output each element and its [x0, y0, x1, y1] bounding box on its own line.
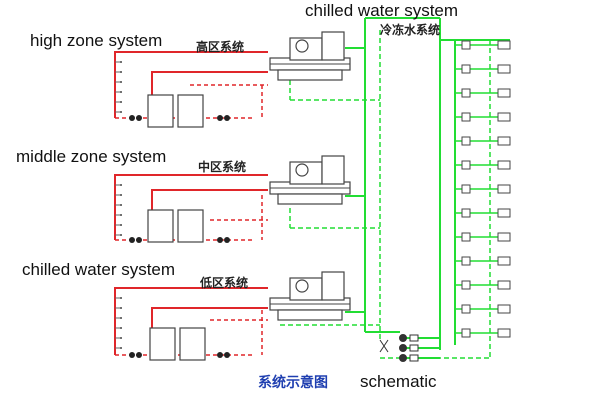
floor-tap-dot: [120, 347, 122, 349]
middle-zone-supply: [114, 174, 268, 240]
low-zone-system: chilled water system 低区系统: [22, 260, 351, 361]
floor-tap-dot: [120, 101, 122, 103]
chilled-water-cn-label: 冷冻水系统: [380, 22, 440, 37]
middle-zone-chiller: [269, 155, 351, 205]
terminal-unit: [455, 208, 511, 218]
valve-symbol: [129, 352, 142, 358]
chilled-pump-group: [379, 334, 419, 362]
high-zone-tank-a: [147, 94, 174, 128]
floor-tap-dot: [120, 194, 122, 196]
middle-zone-cn-label: 中区系统: [198, 159, 246, 174]
middle-zone-valves: [129, 237, 230, 243]
floor-tap-dot: [120, 91, 122, 93]
terminal-unit: [455, 88, 511, 98]
low-zone-supply: [114, 287, 268, 355]
floor-tap-dot: [120, 184, 122, 186]
valve-symbol: [217, 115, 230, 121]
terminal-unit: [455, 112, 511, 122]
schematic-cn-title: 系统示意图: [258, 374, 328, 391]
low-zone-chiller: [269, 271, 351, 321]
floor-tap-dot: [120, 61, 122, 63]
terminal-unit: [455, 256, 511, 266]
terminal-unit: [455, 184, 511, 194]
terminal-unit: [455, 160, 511, 170]
floor-tap-dot: [120, 297, 122, 299]
floor-tap-dot: [120, 111, 122, 113]
middle-zone-tank-b: [177, 209, 204, 243]
pump-symbol: [399, 334, 419, 342]
terminal-unit: [455, 280, 511, 290]
low-zone-valves: [129, 352, 230, 358]
terminal-unit: [455, 64, 511, 74]
floor-tap-dot: [120, 224, 122, 226]
floor-tap-dot: [120, 327, 122, 329]
terminal-unit: [455, 232, 511, 242]
valve-symbol: [217, 237, 230, 243]
floor-tap-dot: [120, 337, 122, 339]
middle-zone-tank-feed: [151, 189, 268, 210]
valve-symbol: [129, 115, 142, 121]
valve-symbol: [379, 339, 389, 353]
floor-tap-dot: [120, 317, 122, 319]
low-zone-label: chilled water system: [22, 260, 175, 279]
high-zone-supply: [114, 51, 268, 118]
floor-tap-dot: [120, 307, 122, 309]
terminal-unit: [455, 40, 511, 50]
schematic-label: schematic: [360, 372, 437, 391]
high-zone-chiller: [269, 31, 351, 81]
high-zone-system: high zone system 高区系统: [30, 31, 351, 128]
terminal-unit: [455, 136, 511, 146]
floor-tap-dot: [120, 81, 122, 83]
high-zone-label: high zone system: [30, 31, 162, 50]
high-zone-tank-b: [177, 94, 204, 128]
terminal-units: [455, 40, 511, 338]
high-zone-tank-feed: [151, 71, 268, 95]
middle-zone-floor-taps: [115, 184, 122, 236]
floor-tap-dot: [120, 204, 122, 206]
valve-symbol: [217, 352, 230, 358]
high-zone-cn-label: 高区系统: [196, 39, 244, 54]
chilled-water-network: [280, 17, 510, 360]
pump-symbol: [399, 354, 419, 362]
low-zone-cn-label: 低区系统: [199, 275, 248, 290]
middle-zone-system: middle zone system 中区系统: [16, 147, 351, 243]
low-zone-tank-b: [179, 327, 206, 361]
floor-tap-dot: [120, 214, 122, 216]
middle-zone-tank-a: [147, 209, 174, 243]
pump-symbol: [399, 344, 419, 352]
chilled-water-label: chilled water system: [305, 1, 458, 20]
terminal-unit: [455, 328, 511, 338]
floor-tap-dot: [120, 71, 122, 73]
low-zone-tank-a: [149, 327, 176, 361]
low-zone-floor-taps: [115, 297, 122, 349]
high-zone-floor-taps: [115, 61, 122, 113]
middle-zone-label: middle zone system: [16, 147, 166, 166]
low-zone-tank-feed: [151, 307, 268, 328]
terminal-unit: [455, 304, 511, 314]
valve-symbol: [129, 237, 142, 243]
high-zone-valves: [129, 115, 230, 121]
floor-tap-dot: [120, 234, 122, 236]
